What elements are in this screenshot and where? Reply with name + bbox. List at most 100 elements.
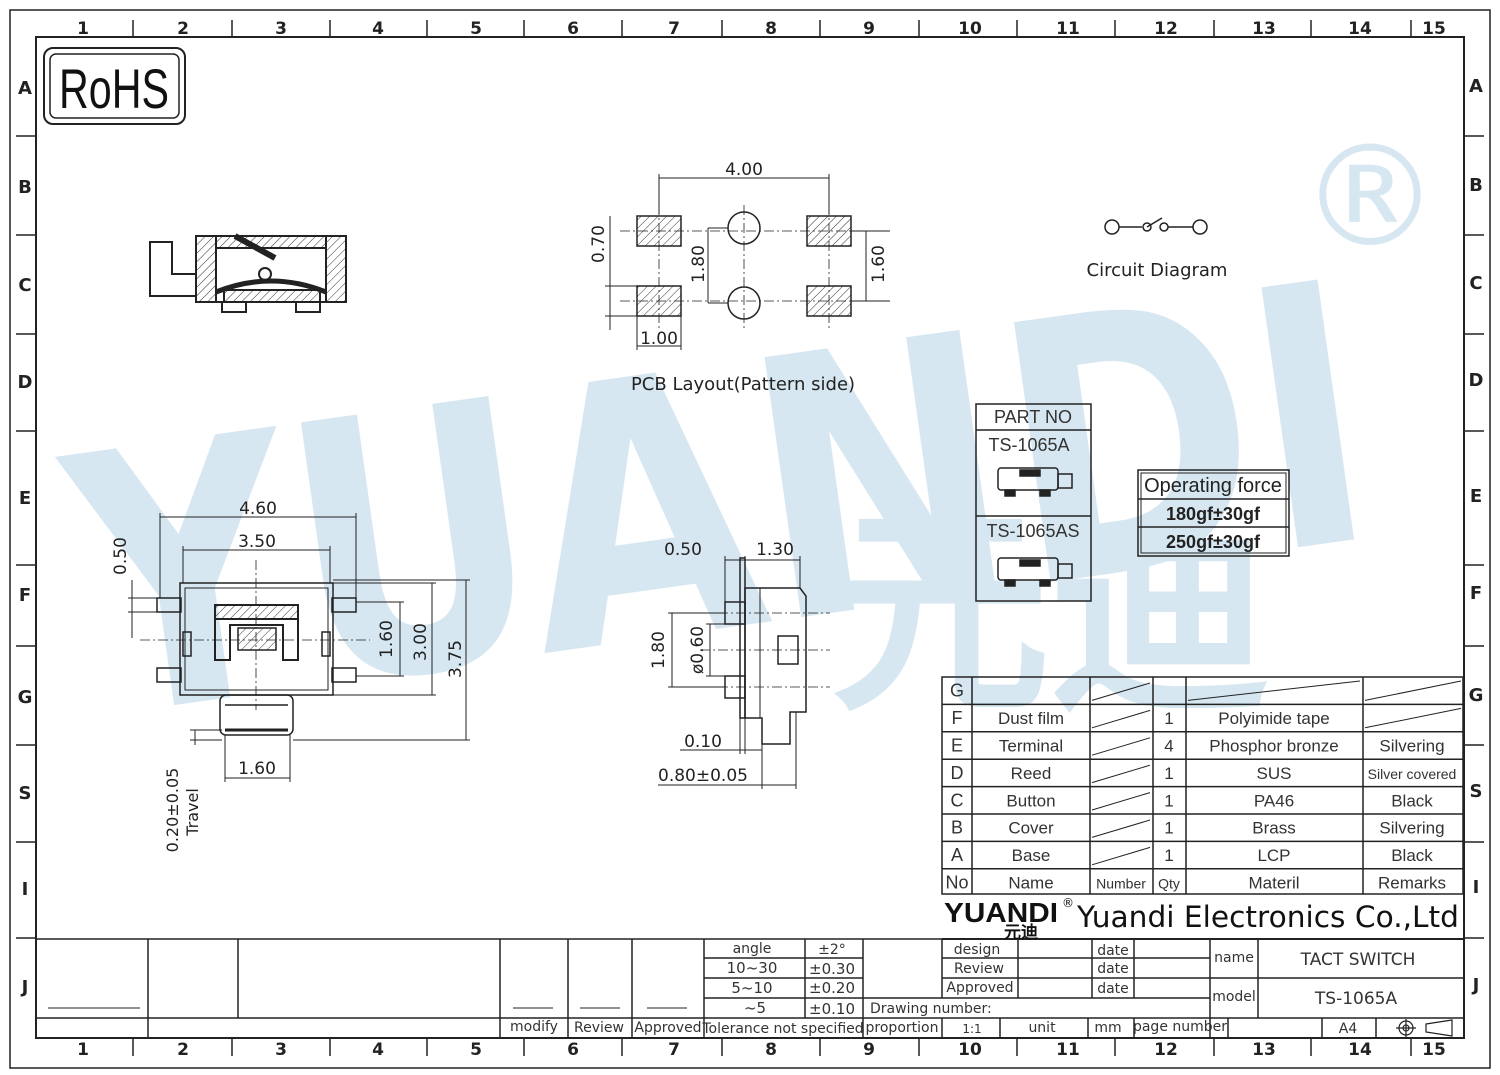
bom-qty: 1	[1164, 819, 1173, 838]
grid-row-right: C	[1469, 273, 1482, 294]
tb-name-label: name	[1214, 950, 1254, 966]
bom-qty: 1	[1164, 709, 1173, 728]
bom-name: Button	[1006, 791, 1055, 810]
force-value-1: 180gf±30gf	[1166, 504, 1261, 524]
grid-col-top: 8	[765, 19, 777, 39]
cross-section-view	[149, 233, 347, 313]
grid-col-top: 5	[470, 19, 482, 39]
bom-material-header: Materil	[1248, 874, 1299, 893]
part-icon-1	[997, 467, 1073, 497]
side-dim-f: 0.80±0.05	[658, 766, 748, 786]
bom-name: Reed	[1011, 764, 1052, 783]
bom-remarks: Silvering	[1379, 737, 1444, 756]
tb-design: design	[954, 942, 1000, 958]
bom-no: D	[951, 763, 964, 783]
part-no-item-1: TS-1065A	[988, 435, 1069, 455]
company-reg: ®	[1062, 896, 1074, 910]
bom-number-header: Number	[1096, 876, 1146, 892]
grid-col-bottom: 11	[1056, 1040, 1080, 1060]
grid-row-right: S	[1470, 781, 1483, 802]
grid-row-right: F	[1470, 583, 1482, 604]
grid-labels: 1122334455667788991010111112121313141415…	[16, 19, 1484, 1060]
grid-col-top: 9	[863, 19, 875, 39]
tb-approved: Approved	[634, 1020, 701, 1036]
bom-remarks: Black	[1391, 791, 1433, 810]
pcb-dim-h3: 1.60	[869, 245, 889, 283]
bom-no: F	[952, 708, 963, 728]
grid-col-top: 15	[1422, 19, 1446, 39]
grid-col-top: 1	[77, 19, 89, 39]
grid-col-bottom: 8	[765, 1040, 777, 1060]
tb-paper: A4	[1339, 1021, 1358, 1037]
bom-qty: 1	[1164, 846, 1173, 865]
company-name: Yuandi Electronics Co.,Ltd	[1076, 900, 1459, 934]
top-dim-travel-label: Travel	[183, 788, 202, 837]
tb-page-number: page number	[1133, 1019, 1227, 1035]
grid-col-bottom: 9	[863, 1040, 875, 1060]
grid-col-top: 6	[567, 19, 579, 39]
top-dim-travel: 0.20±0.05	[163, 768, 182, 853]
tb-modify: modify	[510, 1019, 558, 1035]
pcb-dim-w: 4.00	[725, 160, 763, 180]
top-dim-h3: 3.75	[446, 640, 466, 678]
grid-col-top: 2	[177, 19, 189, 39]
rohs-label: RoHS	[59, 57, 169, 120]
bom-remarks: Black	[1391, 846, 1433, 865]
drawing-frame	[9, 9, 1491, 1069]
top-view: 4.60 3.50 0.50 1.60 3.00 3.75 1.60 0.20±…	[111, 499, 470, 852]
grid-col-bottom: 14	[1348, 1040, 1372, 1060]
side-dim-a: 0.50	[664, 540, 702, 560]
grid-row-left: A	[18, 78, 32, 99]
grid-col-bottom: 5	[470, 1040, 482, 1060]
grid-col-bottom: 2	[177, 1040, 189, 1060]
bom-name: Terminal	[999, 737, 1063, 756]
tb-date-1: date	[1097, 943, 1129, 959]
tol-value-2: ±0.30	[809, 960, 855, 978]
grid-row-left: J	[20, 977, 29, 998]
company-logo: YUANDI	[944, 897, 1058, 928]
bom-material: Phosphor bronze	[1209, 737, 1338, 756]
bom-qty: 1	[1164, 764, 1173, 783]
part-no-table: PART NO TS-1065A TS-1065AS	[975, 403, 1092, 602]
bom-remarks: Silver covered	[1368, 766, 1457, 782]
grid-row-left: D	[18, 372, 33, 393]
grid-col-bottom: 3	[275, 1040, 287, 1060]
tol-range-4: ~5	[744, 999, 766, 1017]
bom-material: Brass	[1252, 819, 1295, 838]
tb-date-2: date	[1097, 961, 1129, 977]
bom-name: Base	[1012, 846, 1051, 865]
rohs-mark: RoHS	[43, 47, 186, 125]
force-value-2: 250gf±30gf	[1166, 532, 1261, 552]
bom-no: E	[951, 736, 963, 756]
pcb-dim-h2: 1.80	[689, 245, 709, 283]
grid-col-bottom: 10	[958, 1040, 982, 1060]
tol-range-1: angle	[733, 941, 772, 957]
grid-row-right: J	[1471, 975, 1480, 996]
projection-icon	[1396, 1019, 1453, 1037]
top-dim-btn: 1.60	[238, 759, 276, 779]
bom-no-header: No	[945, 873, 968, 893]
tb-model-value: TS-1065A	[1314, 989, 1398, 1009]
watermark-reg: ®	[1300, 116, 1440, 279]
tol-range-3: 5~10	[731, 979, 772, 997]
top-dim-w1: 4.60	[239, 499, 277, 519]
tb-proportion: proportion	[866, 1020, 939, 1036]
grid-col-top: 13	[1252, 19, 1276, 39]
grid-col-bottom: 12	[1154, 1040, 1178, 1060]
part-icon-2	[997, 557, 1073, 587]
grid-col-top: 7	[668, 19, 680, 39]
force-header: Operating force	[1144, 475, 1282, 497]
grid-row-right: E	[1470, 486, 1482, 507]
pcb-layout: 4.00 0.70 1.80 1.60 1.00 PCB Layout(Patt…	[589, 160, 890, 395]
pcb-dim-h1: 0.70	[589, 225, 609, 263]
grid-col-bottom: 15	[1422, 1040, 1446, 1060]
grid-col-bottom: 6	[567, 1040, 579, 1060]
top-dim-w2: 3.50	[238, 532, 276, 552]
operating-force-table: Operating force 180gf±30gf 250gf±30gf	[1137, 469, 1290, 557]
side-dim-b: 1.30	[756, 540, 794, 560]
grid-col-top: 10	[958, 19, 982, 39]
grid-row-right: D	[1469, 370, 1484, 391]
bom-name-header: Name	[1008, 874, 1053, 893]
bom-remarks: Silvering	[1379, 819, 1444, 838]
